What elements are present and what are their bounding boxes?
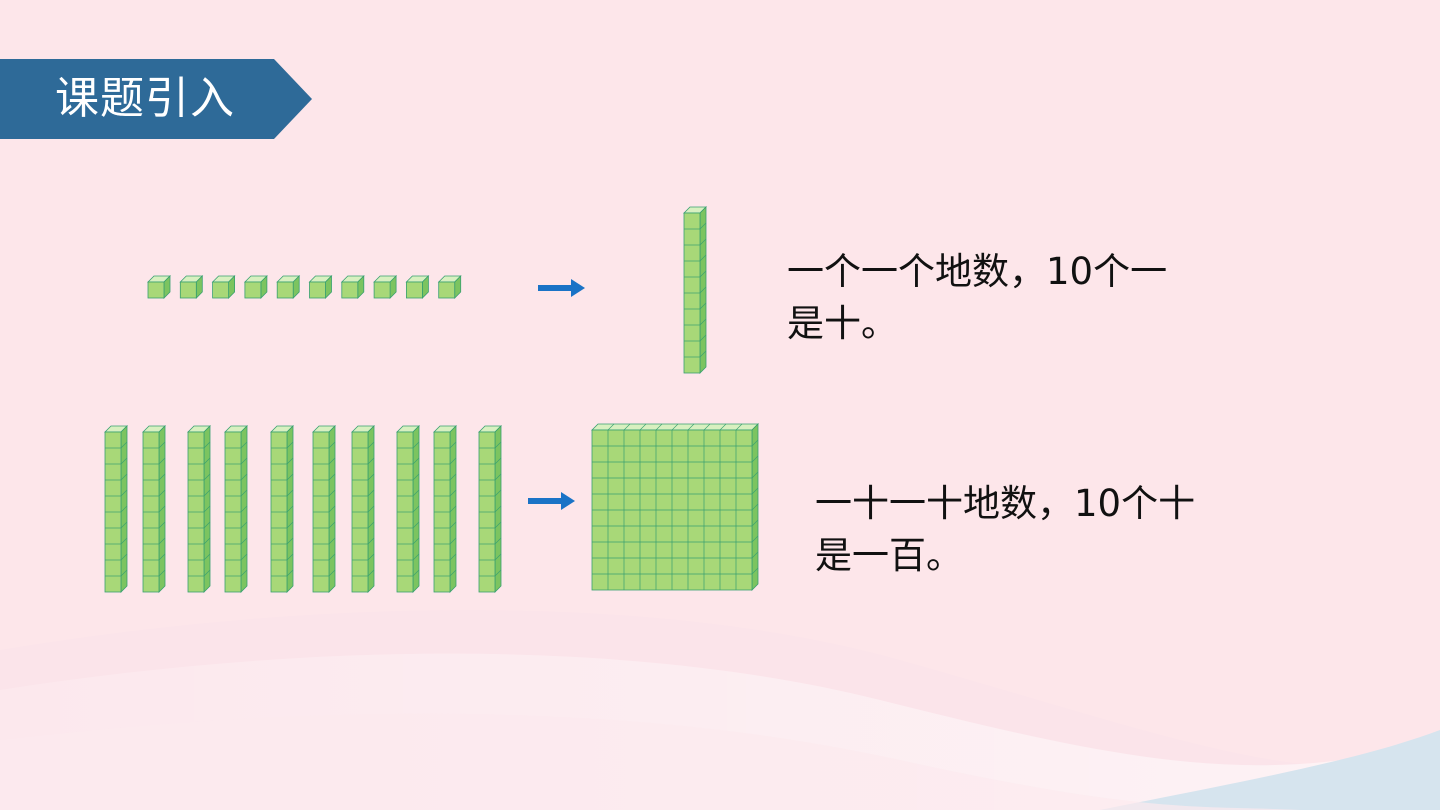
ten-rod bbox=[104, 425, 128, 593]
caption-tens-line2: 是一百。 bbox=[815, 534, 963, 577]
caption-tens-to-hundred: 一十一十地数，10个十 是一百。 bbox=[815, 478, 1255, 582]
caption-ones-to-ten: 一个一个地数，10个一 是十。 bbox=[787, 246, 1227, 350]
arrow-tens-to-hundred bbox=[528, 492, 575, 510]
unit-cube bbox=[437, 275, 462, 299]
arrow-ones-to-ten bbox=[538, 279, 585, 297]
section-title: 课题引入 bbox=[55, 73, 235, 124]
ten-rod bbox=[433, 425, 457, 593]
unit-cube bbox=[179, 275, 204, 299]
unit-cube bbox=[243, 275, 268, 299]
banner-shape bbox=[0, 59, 312, 139]
caption-ones-line2: 是十。 bbox=[787, 302, 898, 345]
unit-cube bbox=[211, 275, 236, 299]
hundred-flat bbox=[591, 423, 759, 591]
unit-cube bbox=[405, 275, 430, 299]
ten-rod bbox=[351, 425, 375, 593]
unit-cube bbox=[308, 275, 333, 299]
ten-rod bbox=[224, 425, 248, 593]
ten-rod bbox=[187, 425, 211, 593]
ten-rod bbox=[142, 425, 166, 593]
unit-cube bbox=[276, 275, 301, 299]
ten-rod bbox=[478, 425, 502, 593]
caption-ones-line1: 一个一个地数，10个一 bbox=[787, 250, 1168, 293]
unit-cube bbox=[373, 275, 398, 299]
ten-rod bbox=[312, 425, 336, 593]
ten-rod bbox=[683, 206, 707, 374]
caption-tens-line1: 一十一十地数，10个十 bbox=[815, 482, 1196, 525]
ten-rod bbox=[396, 425, 420, 593]
unit-cube bbox=[147, 275, 171, 299]
ten-rod bbox=[270, 425, 294, 593]
section-banner: 课题引入 bbox=[0, 59, 312, 139]
unit-cube bbox=[340, 275, 365, 299]
